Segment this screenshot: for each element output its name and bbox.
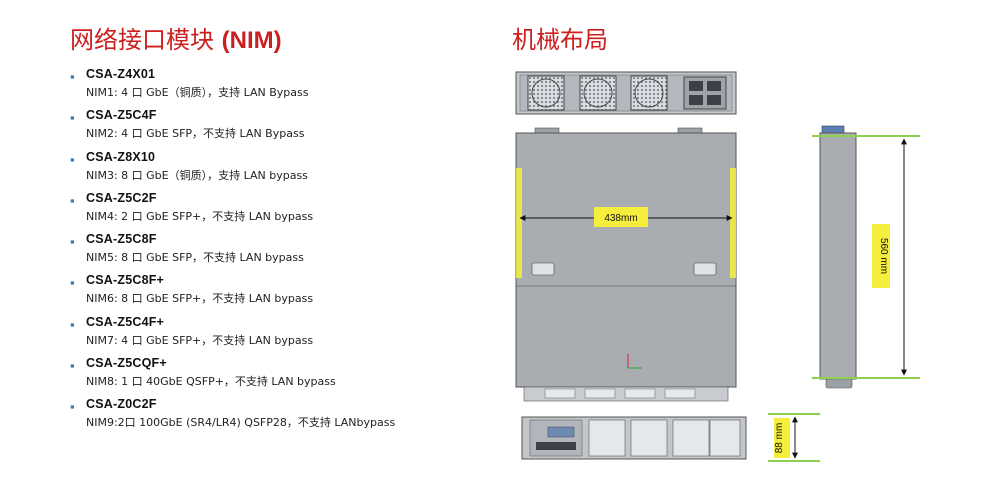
- depth-dimension-label: [872, 224, 890, 288]
- module-description: NIM4: 2 口 GbE SFP+，不支持 LAN bypass: [86, 209, 314, 223]
- module-description: NIM5: 8 口 GbE SFP，不支持 LAN bypass: [86, 251, 304, 265]
- module-model: CSA-Z5C8F+: [86, 273, 165, 288]
- chassis-rear-view: [515, 71, 737, 115]
- list-item: ▪ CSA-Z5C8F+ NIM6: 8 口 GbE SFP+，不支持 LAN …: [70, 272, 490, 313]
- bullet-icon: ▪: [70, 399, 75, 415]
- list-item: ▪ CSA-Z5C8F NIM5: 8 口 GbE SFP，不支持 LAN by…: [70, 231, 490, 272]
- bullet-icon: ▪: [70, 192, 75, 208]
- module-model: CSA-Z5C8F: [86, 232, 157, 247]
- list-item: ▪ CSA-Z5C4F+ NIM7: 4 口 GbE SFP+，不支持 LAN …: [70, 314, 490, 355]
- list-item: ▪ CSA-Z4X01 NIM1: 4 口 GbE（铜质），支持 LAN Byp…: [70, 66, 490, 107]
- nim-module-list: ▪ CSA-Z4X01 NIM1: 4 口 GbE（铜质），支持 LAN Byp…: [70, 66, 490, 438]
- module-model: CSA-Z0C2F: [86, 397, 157, 412]
- power-supply-icon: [683, 76, 727, 110]
- fan-icon: [527, 75, 565, 111]
- module-model: CSA-Z5CQF+: [86, 356, 167, 371]
- module-description: NIM8: 1 口 40GbE QSFP+，不支持 LAN bypass: [86, 375, 336, 389]
- module-model: CSA-Z5C2F: [86, 190, 157, 205]
- module-model: CSA-Z5C4F: [86, 108, 157, 123]
- module-model: CSA-Z4X01: [86, 67, 156, 81]
- list-item: ▪ CSA-Z5C4F NIM2: 4 口 GbE SFP，不支持 LAN By…: [70, 107, 490, 148]
- bullet-icon: ▪: [70, 275, 75, 291]
- chassis-front-view: 88 mm: [521, 413, 820, 462]
- list-item: ▪ CSA-Z5CQF+ NIM8: 1 口 40GbE QSFP+，不支持 L…: [70, 355, 490, 396]
- nim-title-en: (NIM): [221, 27, 282, 54]
- module-description: NIM9:2口 100GbE (SR4/LR4) QSFP28，不支持 LANb…: [86, 416, 396, 430]
- width-dimension-text: 438mm: [604, 213, 637, 224]
- chassis-side-view: 560 mm: [812, 125, 920, 389]
- chassis-top-view: 438mm: [515, 127, 737, 402]
- module-model: CSA-Z8X10: [86, 149, 156, 164]
- bullet-icon: ▪: [70, 358, 75, 374]
- nim-title-cn: 网络接口模块: [70, 26, 214, 54]
- handle-icon: [693, 262, 717, 276]
- module-description: NIM7: 4 口 GbE SFP+，不支持 LAN bypass: [86, 333, 314, 347]
- handle-icon: [531, 262, 555, 276]
- list-item: ▪ CSA-Z0C2F NIM9:2口 100GbE (SR4/LR4) QSF…: [70, 396, 490, 437]
- bullet-icon: ▪: [70, 69, 75, 84]
- list-item: ▪ CSA-Z8X10 NIM3: 8 口 GbE（铜质），支持 LAN byp…: [70, 149, 490, 190]
- bullet-icon: ▪: [70, 316, 75, 332]
- fan-icon: [630, 75, 668, 111]
- depth-dimension-text: 560 mm: [878, 238, 889, 274]
- module-description: NIM2: 4 口 GbE SFP，不支持 LAN Bypass: [86, 127, 305, 141]
- bullet-icon: ▪: [70, 151, 75, 167]
- height-dimension-label: [774, 418, 790, 458]
- list-item: ▪ CSA-Z5C2F NIM4: 2 口 GbE SFP+，不支持 LAN b…: [70, 190, 490, 231]
- fan-icon: [579, 75, 617, 111]
- width-dimension-label: [594, 207, 648, 227]
- nim-section-title: 网络接口模块 (NIM): [70, 20, 282, 55]
- layout-section-title: 机械布局: [512, 26, 608, 54]
- module-description: NIM6: 8 口 GbE SFP+，不支持 LAN bypass: [86, 292, 314, 306]
- module-description: NIM1: 4 口 GbE（铜质），支持 LAN Bypass: [86, 86, 309, 99]
- bullet-icon: ▪: [70, 234, 75, 250]
- module-description: NIM3: 8 口 GbE（铜质），支持 LAN bypass: [86, 168, 308, 182]
- bullet-icon: ▪: [70, 110, 75, 126]
- height-dimension-text: 88 mm: [774, 423, 785, 454]
- module-model: CSA-Z5C4F+: [86, 314, 165, 329]
- axis-icon: [627, 354, 642, 369]
